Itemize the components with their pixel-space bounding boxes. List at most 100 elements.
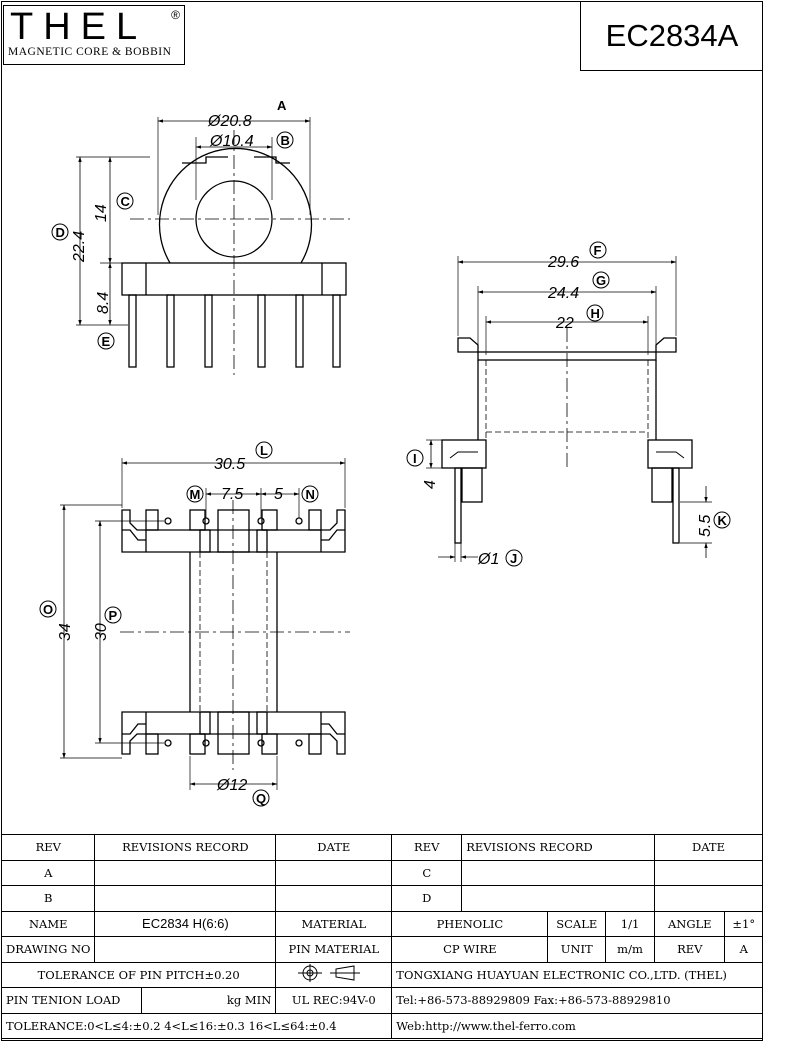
callout-i: I xyxy=(406,449,424,467)
dim-base-height: 8.4 xyxy=(95,292,112,314)
angle-value: ±1° xyxy=(724,910,763,937)
rev-d-record xyxy=(461,885,656,912)
callout-n: N xyxy=(301,485,319,503)
company-name: TONGXIANG HUAYUAN ELECTRONIC CO.,LTD. (T… xyxy=(391,961,763,988)
dim-overall-length: 29.6 xyxy=(547,254,579,271)
drawing-no-row: DRAWING NO PIN MATERIAL CP WIRE UNIT m/m… xyxy=(0,936,763,963)
callout-f: F xyxy=(589,241,607,259)
rev-value: A xyxy=(724,936,763,963)
date-header-right: DATE xyxy=(654,834,763,861)
callout-c: C xyxy=(116,192,134,210)
svg-text:O: O xyxy=(43,602,53,617)
tolerance-pin-pitch: TOLERANCE OF PIN PITCH±0.20 xyxy=(0,961,277,988)
bottom-view xyxy=(60,458,350,790)
callout-a: A xyxy=(277,98,287,113)
dim-inner-diameter: Ø10.4 xyxy=(209,133,254,150)
callout-g: G xyxy=(592,271,610,289)
title-block: REV REVISIONS RECORD DATE REV REVISIONS … xyxy=(0,834,763,1039)
svg-text:I: I xyxy=(413,451,417,466)
svg-text:E: E xyxy=(102,334,111,349)
pin-material-value: CP WIRE xyxy=(391,936,549,963)
dim-flange-span: 24.4 xyxy=(547,285,579,302)
dim-flange-thickness: 4 xyxy=(422,480,439,489)
revision-header-row: REV REVISIONS RECORD DATE REV REVISIONS … xyxy=(0,834,763,861)
revision-row-a: A C xyxy=(0,859,763,886)
callout-l: L xyxy=(255,441,273,459)
rev-header-right: REV xyxy=(391,834,463,861)
ul-rating: UL REC:94V-0 xyxy=(275,987,393,1014)
svg-text:D: D xyxy=(56,225,65,240)
angle-label: ANGLE xyxy=(654,910,726,937)
unit-label: UNIT xyxy=(547,936,606,963)
svg-text:H: H xyxy=(591,306,600,321)
unit-value: m/m xyxy=(604,936,656,963)
rev-b-date xyxy=(275,885,393,912)
logo-text: THEL xyxy=(10,6,148,48)
top-view xyxy=(76,117,350,375)
rev-a-record xyxy=(94,859,277,886)
projection-symbol xyxy=(275,961,393,988)
dim-outer-diameter: Ø20.8 xyxy=(207,113,252,130)
rev-c-record xyxy=(461,859,656,886)
svg-text:L: L xyxy=(260,443,268,458)
part-number: EC2834A xyxy=(580,1,763,71)
pin-tension-row: PIN TENION LOAD kg MIN UL REC:94V-0 Tel:… xyxy=(1,987,763,1014)
scale-value: 1/1 xyxy=(604,910,656,937)
name-label: NAME xyxy=(0,910,96,937)
callout-d: D xyxy=(51,223,69,241)
dim-total-height: 22.4 xyxy=(71,231,88,263)
svg-text:B: B xyxy=(281,133,290,148)
callout-m: M xyxy=(186,485,204,503)
revisions-header-right: REVISIONS RECORD xyxy=(461,834,656,861)
company-website: Web:http://www.thel-ferro.com xyxy=(391,1012,763,1039)
material-value: PHENOLIC xyxy=(391,910,549,937)
rev-label: REV xyxy=(654,936,726,963)
dim-body-diameter: Ø12 xyxy=(216,777,247,794)
svg-text:M: M xyxy=(190,487,201,502)
svg-text:P: P xyxy=(109,608,118,623)
dim-base-width: 30.5 xyxy=(214,456,245,473)
dim-pin-diameter: Ø1 xyxy=(477,551,499,568)
rev-a-label: A xyxy=(0,859,96,886)
pin-tension-unit: kg MIN xyxy=(140,987,277,1014)
revision-row-b: B D xyxy=(0,885,763,912)
callout-h: H xyxy=(586,304,604,322)
top-view-pins xyxy=(128,294,341,368)
rev-d-date xyxy=(654,885,763,912)
technical-drawing: Ø20.8 Ø10.4 14 22.4 8.4 29.6 24.4 22 4 5… xyxy=(39,98,731,807)
rev-a-date xyxy=(275,859,393,886)
svg-text:F: F xyxy=(594,243,602,258)
drawing-no-label: DRAWING NO xyxy=(0,936,96,963)
third-angle-projection-icon xyxy=(297,964,360,983)
svg-text:N: N xyxy=(306,487,315,502)
callout-p: P xyxy=(104,606,122,624)
material-label: MATERIAL xyxy=(275,910,393,937)
rev-b-record xyxy=(94,885,277,912)
pin-tension-label: PIN TENION LOAD xyxy=(1,987,142,1014)
callout-j: J xyxy=(505,549,523,567)
company-contact: Tel:+86-573-88929809 Fax:+86-573-8892981… xyxy=(391,987,763,1014)
tolerance-pitch-row: TOLERANCE OF PIN PITCH±0.20 TONGXIANG HU… xyxy=(0,961,763,988)
logo-subtitle: MAGNETIC CORE & BOBBIN xyxy=(8,46,172,58)
date-header-left: DATE xyxy=(275,834,393,861)
callout-e: E xyxy=(97,332,115,350)
svg-text:K: K xyxy=(718,513,728,528)
company-logo: THEL ® MAGNETIC CORE & BOBBIN xyxy=(3,5,185,65)
rev-b-label: B xyxy=(0,885,96,912)
revisions-header-left: REVISIONS RECORD xyxy=(94,834,277,861)
scale-label: SCALE xyxy=(547,910,606,937)
rev-d-label: D xyxy=(391,885,463,912)
dim-pin-pitch-b: 5 xyxy=(274,486,283,503)
svg-text:J: J xyxy=(510,551,517,566)
callout-k: K xyxy=(713,511,731,529)
tolerance-row: TOLERANCE:0<L≤4:±0.2 4<L≤16:±0.3 16<L≤64… xyxy=(0,1012,763,1039)
side-view xyxy=(426,256,712,562)
svg-text:A: A xyxy=(277,98,287,113)
pin-material-label: PIN MATERIAL xyxy=(275,936,393,963)
name-value: EC2834 H(6:6) xyxy=(94,910,277,937)
name-row: NAME EC2834 H(6:6) MATERIAL PHENOLIC SCA… xyxy=(0,910,763,937)
dim-base-length: 34 xyxy=(57,623,74,641)
rev-c-label: C xyxy=(391,859,463,886)
callout-b: B xyxy=(276,131,294,149)
drawing-frame xyxy=(1,1,763,1041)
